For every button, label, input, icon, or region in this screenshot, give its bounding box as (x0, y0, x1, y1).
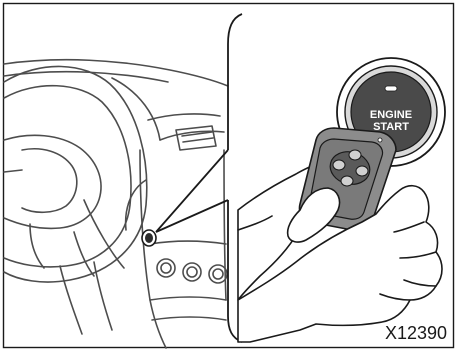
fob-unlock-button (333, 160, 345, 170)
fob-lock-button (349, 150, 361, 160)
callout-pointer (156, 14, 242, 342)
console-knob-middle (183, 263, 201, 281)
steering-wheel-hub (4, 135, 101, 228)
start-button-location (142, 230, 156, 246)
start-button-label-line1: ENGINE (370, 109, 412, 121)
fob-trunk-button (356, 166, 368, 176)
console-knob-left (157, 259, 175, 277)
start-button-indicator (385, 86, 397, 91)
dashboard-scene (4, 60, 228, 348)
center-console (148, 114, 220, 120)
fob-panic-button (341, 176, 353, 186)
console-knob-right (209, 265, 227, 283)
figure-code: X12390 (385, 323, 447, 343)
